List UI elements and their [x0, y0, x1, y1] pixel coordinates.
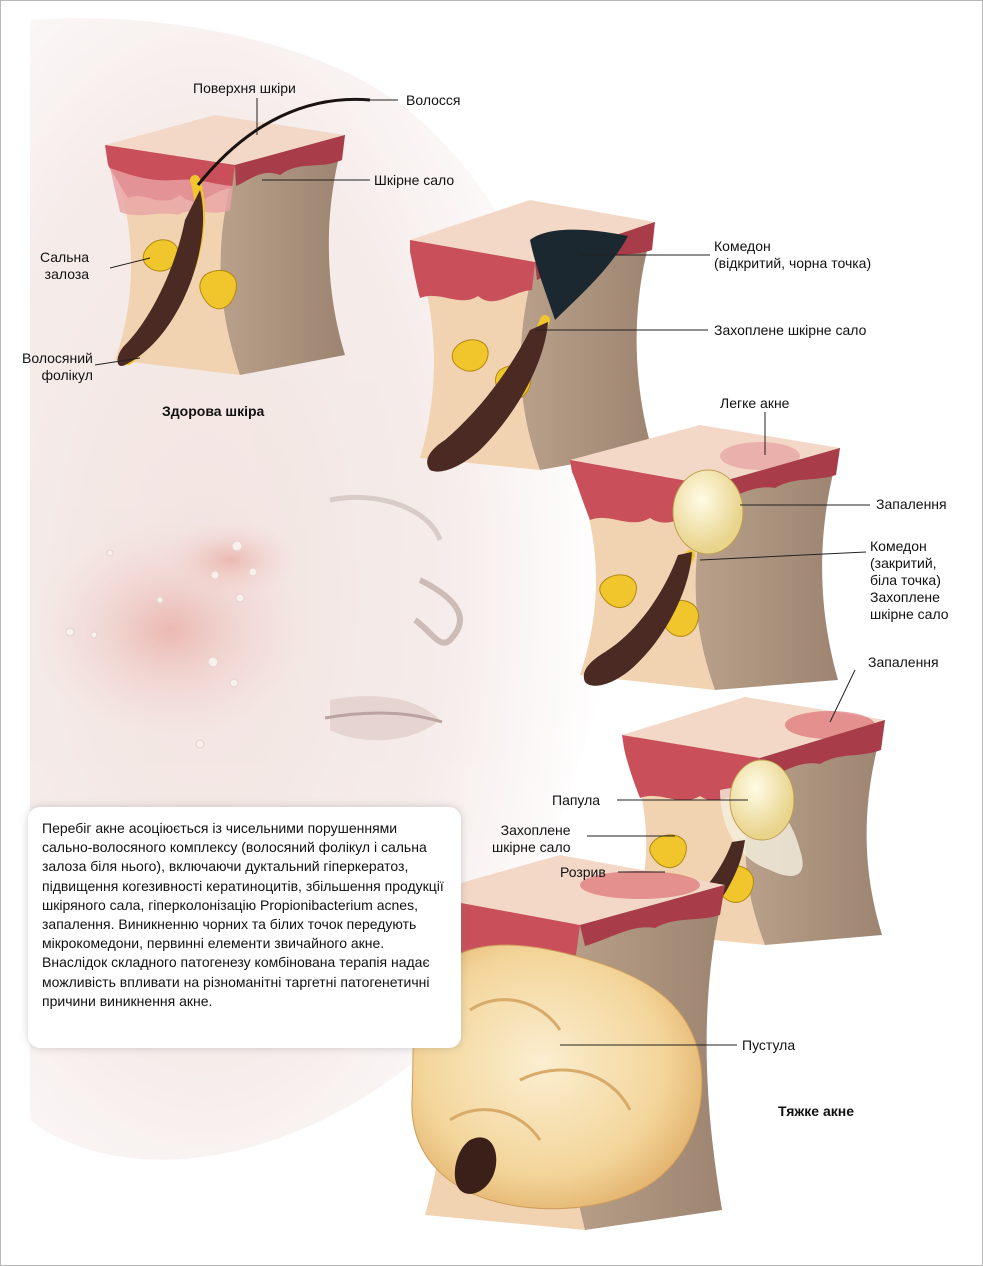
label-inflammation-2: Запалення [868, 654, 939, 671]
label-papule: Папула [552, 792, 600, 809]
label-skin-surface: Поверхня шкіри [193, 80, 296, 97]
label-comedo-closed: Комедон (закритий, біла точка) Захоплене… [870, 538, 949, 623]
label-rupture: Розрив [560, 864, 606, 881]
label-trapped-sebum-2: Захоплене шкірне сало [492, 822, 571, 856]
label-comedo-open: Комедон (відкритий, чорна точка) [714, 238, 871, 272]
block-mild-acne [570, 425, 840, 690]
label-sebaceous-gland: Сальна залоза [40, 249, 89, 283]
label-healthy-skin: Здорова шкіра [162, 403, 264, 420]
description-text: Перебіг акне асоціюється із чисельними п… [42, 819, 451, 1011]
label-inflammation-1: Запалення [876, 496, 947, 513]
label-pustule: Пустула [742, 1037, 795, 1054]
label-severe-acne: Тяжке акне [778, 1103, 854, 1120]
label-hair-follicle: Волосяний фолікул [22, 350, 93, 384]
label-sebum: Шкірне сало [374, 172, 454, 189]
label-mild-acne: Легке акне [720, 395, 789, 412]
label-hair: Волосся [406, 92, 461, 109]
label-trapped-sebum-1: Захоплене шкірне сало [714, 322, 866, 339]
block-open-comedo [410, 200, 655, 472]
description-box: Перебіг акне асоціюється із чисельними п… [28, 807, 461, 1048]
